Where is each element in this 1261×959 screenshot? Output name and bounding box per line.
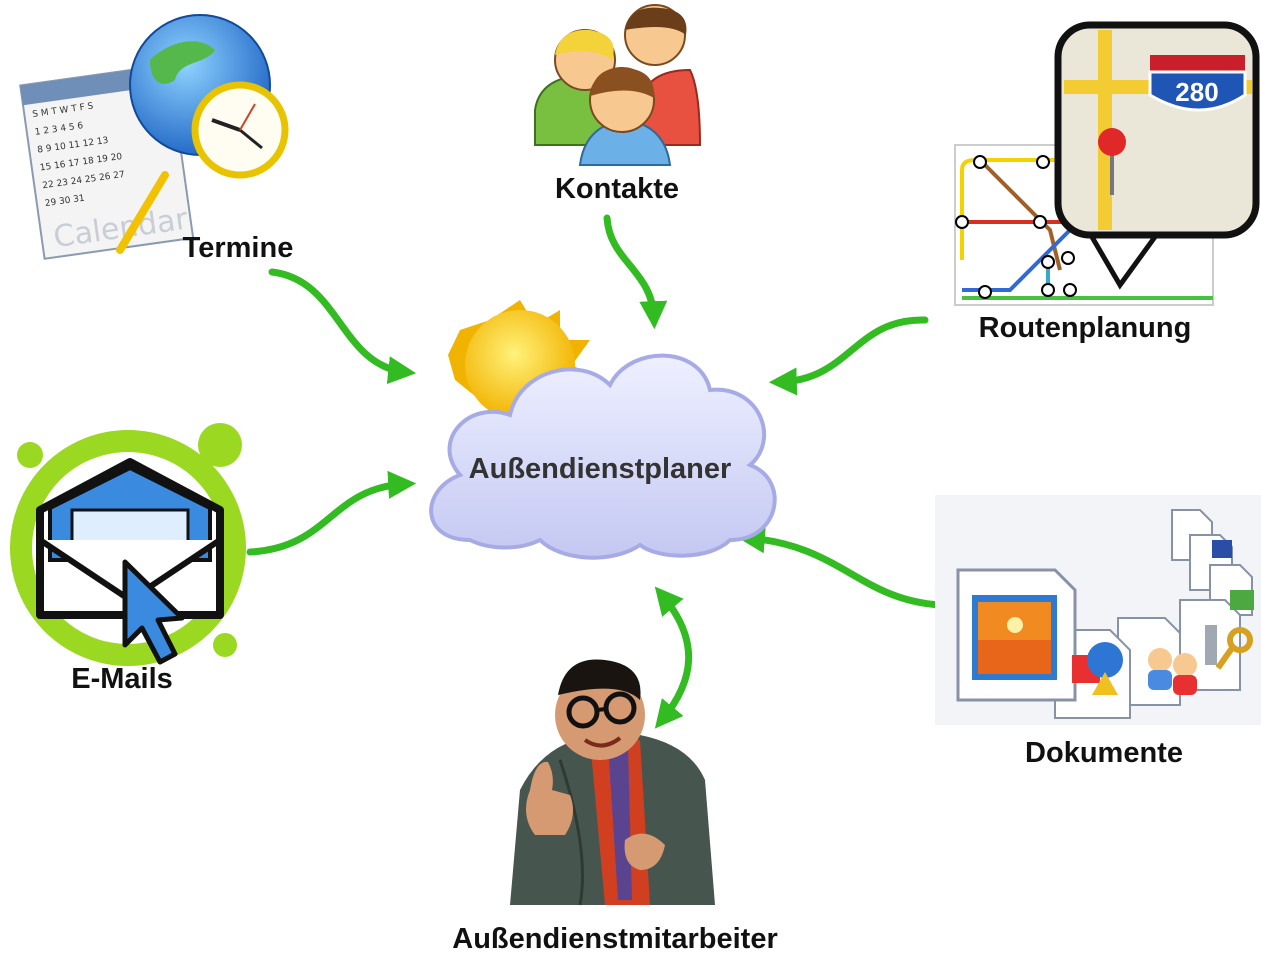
arrow-termine xyxy=(268,268,417,385)
label-dokumente: Dokumente xyxy=(1025,737,1183,769)
arrow-emails xyxy=(246,470,417,556)
label-aussendienstmitarbeiter: Außendienstmitarbeiter xyxy=(452,923,778,954)
contacts-people-icon xyxy=(534,4,702,166)
label-termine: Termine xyxy=(183,232,294,264)
label-routenplanung: Routenplanung xyxy=(979,312,1192,344)
documents-icon xyxy=(935,495,1261,725)
map-pin-head xyxy=(1098,128,1126,156)
center-label: Außendienstplaner xyxy=(469,453,732,485)
thumbs-up-hand xyxy=(526,761,574,835)
map-pin-icon: 280 xyxy=(954,21,1260,306)
highway-shield-number: 280 xyxy=(1175,77,1218,107)
label-kontakte: Kontakte xyxy=(555,173,679,205)
email-envelope-icon xyxy=(10,423,246,666)
cursor-arrow xyxy=(122,559,185,665)
arrow-kontakte xyxy=(603,214,668,330)
pen xyxy=(116,171,169,254)
arrow-dokumente xyxy=(736,525,944,609)
label-emails: E-Mails xyxy=(71,663,173,695)
sun-cloud-icon xyxy=(429,300,777,560)
salesman-photo-icon xyxy=(510,659,715,906)
arrow-mitarbeiter xyxy=(654,586,693,729)
arrow-routenplanung xyxy=(768,316,929,396)
cloud-shape xyxy=(429,353,777,560)
connector-arrows xyxy=(246,214,944,729)
calendar-globe-clock-icon: S M T W T F S 1 2 3 4 5 6 8 9 10 11 12 1… xyxy=(19,14,289,260)
